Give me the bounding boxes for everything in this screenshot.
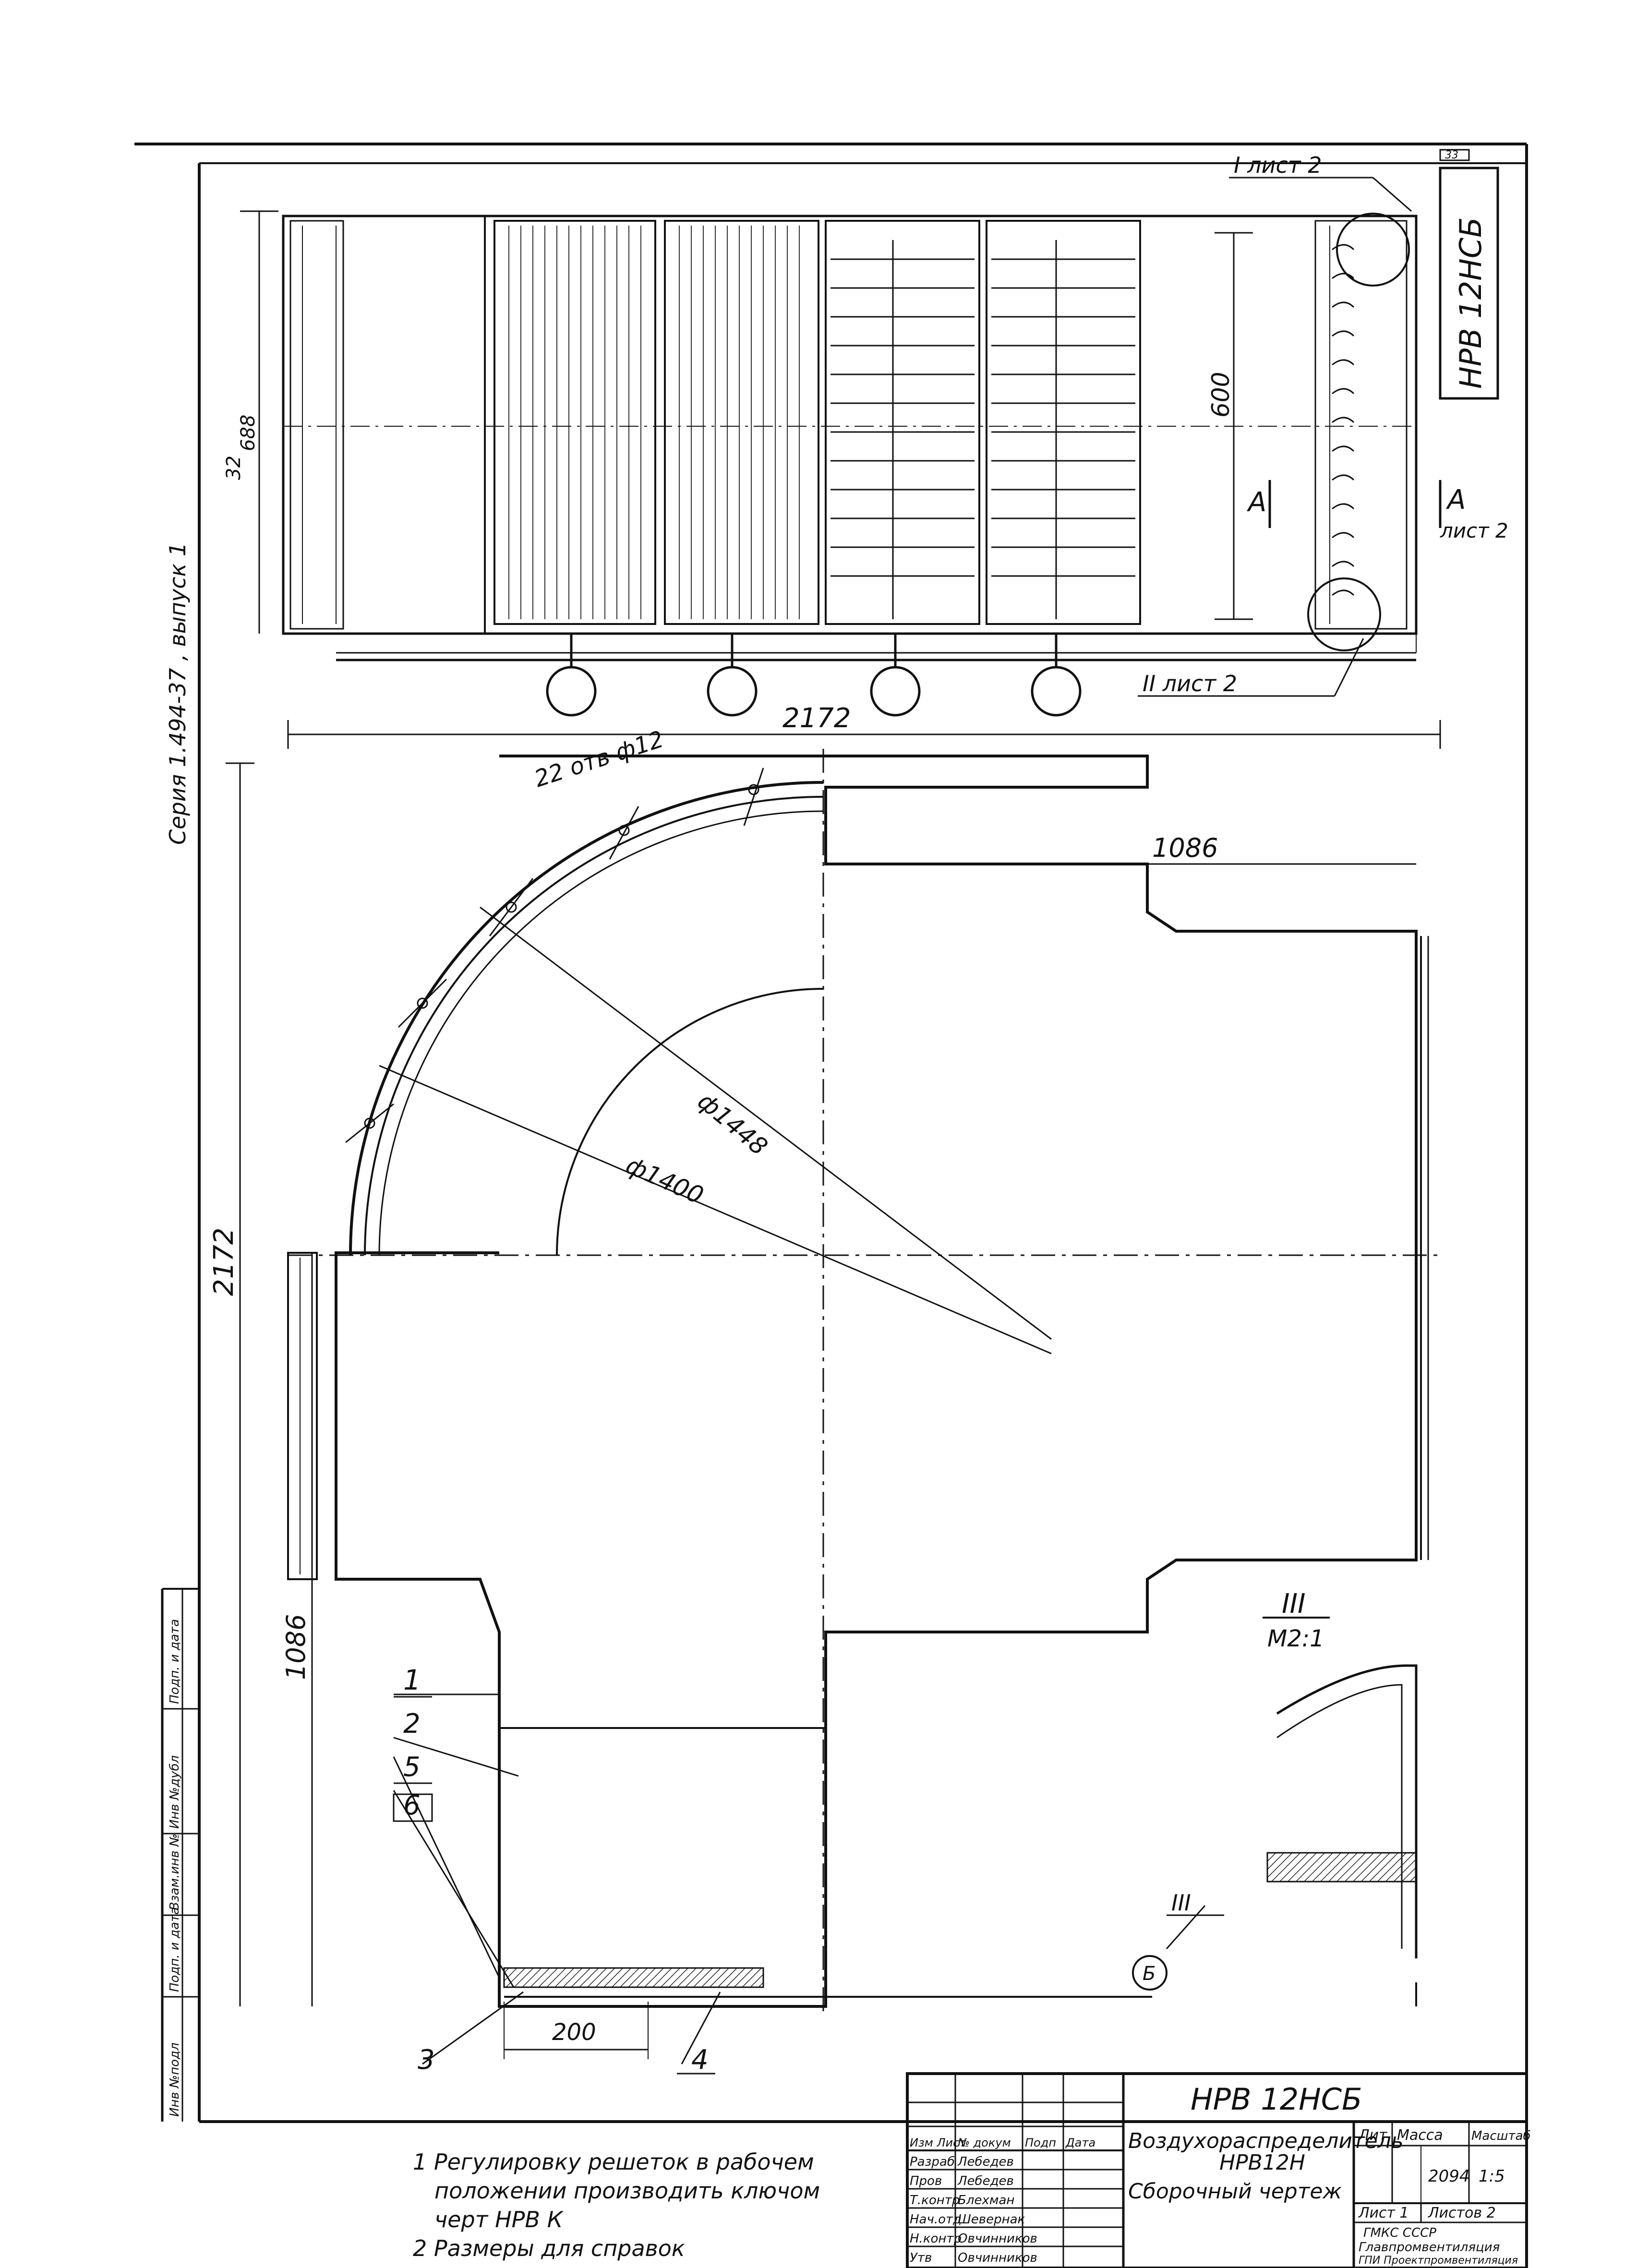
svg-text:Подп: Подп — [1025, 2136, 1056, 2149]
svg-text:Изм Лист: Изм Лист — [910, 2136, 966, 2149]
scale-value: 1:5 — [1479, 2167, 1505, 2186]
plan-view-labels: 2172 2172 1086 1086 22 отв ф12 ф1448 ф14… — [208, 703, 1324, 2076]
mass-value: 2094 — [1428, 2167, 1470, 2186]
dim-1086-right: 1086 — [1152, 833, 1218, 863]
notes: 1 Регулировку решеток в рабочем положени… — [413, 2149, 820, 2261]
callout-5: 5 — [403, 1752, 421, 1783]
dim-height-2172: 2172 — [208, 1227, 240, 1296]
left-strip: Инв №подл Подп. и дата Взам.инв № Инв №д… — [168, 1619, 182, 2117]
dia-1400: ф1400 — [622, 1151, 708, 1210]
note-1c: черт НРВ К — [434, 2207, 564, 2232]
sheet-number: Лист 1 — [1358, 2205, 1409, 2221]
ring-holes — [345, 768, 764, 1143]
title-block-text: НРВ 12НСБ Воздухораспределитель НРВ12Н С… — [910, 2082, 1531, 2267]
sheets-total: Листов 2 — [1428, 2205, 1496, 2221]
holes-label: 22 отв ф12 — [531, 726, 667, 793]
svg-text:№ докум: № докум — [957, 2136, 1011, 2149]
svg-text:Пров: Пров — [910, 2174, 942, 2188]
title-line-2: НРВ12Н — [1219, 2150, 1305, 2175]
callout-1: 1 — [403, 1664, 421, 1696]
detail-b-marker: Б — [1143, 1963, 1156, 1985]
svg-text:Нач.отд: Нач.отд — [910, 2212, 962, 2227]
top-view-labels: 600 688 32 A A лист 2 I лист 2 II лист 2 — [223, 152, 1508, 696]
svg-text:Разраб: Разраб — [910, 2155, 955, 2169]
svg-text:Утв: Утв — [910, 2251, 932, 2265]
svg-text:Блехман: Блехман — [958, 2193, 1014, 2208]
dim-width-2172: 2172 — [782, 703, 851, 734]
svg-text:Шевернак: Шевернак — [958, 2212, 1025, 2227]
svg-text:Н.контр: Н.контр — [910, 2232, 962, 2246]
org-line-3: ГПИ Проектпромвентиляция — [1359, 2255, 1518, 2267]
lever-row — [1332, 244, 1355, 596]
section-a-left: A — [1247, 487, 1266, 518]
page-number: 33 — [1445, 149, 1458, 161]
dim-600: 600 — [1207, 372, 1235, 418]
header-lit: Лит. — [1358, 2127, 1392, 2144]
note-2: 2 Размеры для справок — [413, 2235, 685, 2261]
ref-detail-i: I лист 2 — [1234, 152, 1322, 178]
dim-688: 688 — [237, 415, 259, 451]
series-label: Серия 1.494-37 , выпуск 1 — [165, 542, 191, 845]
org-line-2: Главпромвентиляция — [1359, 2240, 1500, 2255]
header-scale: Масштаб — [1471, 2129, 1531, 2143]
vertical-louvers — [508, 226, 800, 619]
code-box: НРВ 12НСБ — [1439, 167, 1499, 400]
plan-view — [226, 720, 1441, 2065]
doc-code: НРВ 12НСБ — [1191, 2082, 1362, 2117]
strip-sign-label: Подп. и дата — [168, 1907, 182, 1992]
detail-iii-scale: М2:1 — [1267, 1625, 1324, 1652]
top-view — [240, 177, 1442, 717]
section-a-sheet: лист 2 — [1440, 519, 1508, 542]
svg-text:НРВ 12НСБ: НРВ 12НСБ — [1453, 217, 1488, 389]
ref-detail-ii: II лист 2 — [1143, 671, 1237, 696]
callout-4: 4 — [691, 2044, 709, 2076]
org-line-1: ГМКС СССР — [1363, 2226, 1436, 2240]
svg-text:Овчинников: Овчинников — [958, 2232, 1037, 2246]
title-line-3: Сборочный чертеж — [1128, 2179, 1342, 2204]
horizontal-louvers — [831, 240, 1135, 619]
callout-3: 3 — [418, 2044, 435, 2076]
dim-1086-bottom: 1086 — [281, 1614, 311, 1680]
strip-inv-label: Инв №подл — [168, 2042, 182, 2117]
note-1b: положении производить ключом — [434, 2178, 820, 2204]
svg-text:Дата: Дата — [1065, 2136, 1095, 2149]
strip-dup-label: Инв №дубл — [168, 1755, 182, 1829]
strip-sign2-label: Подп. и дата — [168, 1619, 182, 1704]
title-block — [906, 2072, 1528, 2268]
castor-wheels — [546, 634, 1082, 717]
callout-6: 6 — [403, 1790, 421, 1821]
svg-text:Овчинников: Овчинников — [958, 2251, 1037, 2265]
note-1: 1 Регулировку решеток в рабочем — [413, 2149, 814, 2175]
callout-2: 2 — [403, 1708, 421, 1740]
sheet-frame — [134, 143, 1528, 2123]
detail-iii-marker: III — [1171, 1890, 1191, 1916]
section-a-right: A — [1446, 484, 1466, 516]
strip-replace-label: Взам.инв № — [168, 1834, 182, 1910]
dim-200: 200 — [552, 2019, 596, 2046]
svg-text:Лебедев: Лебедев — [957, 2174, 1014, 2188]
svg-text:Т.контр: Т.контр — [910, 2193, 960, 2208]
detail-iii-title: III — [1282, 1588, 1306, 1620]
title-line-1: Воздухораспределитель — [1128, 2129, 1404, 2153]
header-mass: Масса — [1397, 2127, 1443, 2144]
svg-text:Лебедев: Лебедев — [957, 2155, 1014, 2169]
callout-underlines — [393, 1696, 715, 2075]
dim-32: 32 — [223, 456, 245, 480]
